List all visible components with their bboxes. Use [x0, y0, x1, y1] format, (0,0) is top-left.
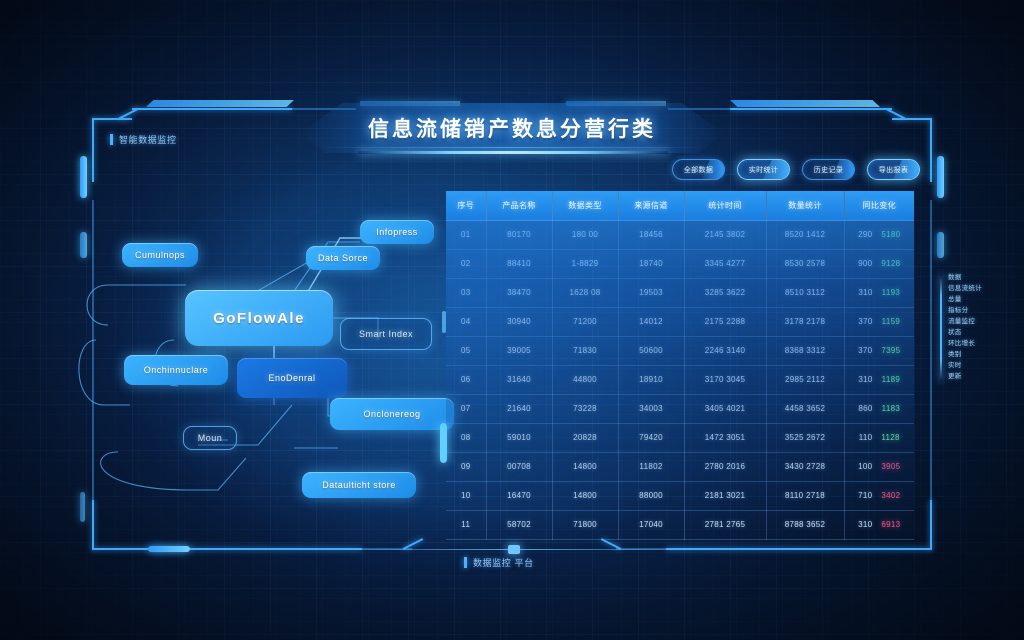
flow-node-label: Data Sorce	[317, 253, 369, 263]
title-backdrop	[300, 103, 724, 153]
table-header-row: 序号 产品名称 数据类型 来源信道 统计时间 数量统计 同比变化	[446, 191, 914, 221]
rail-item: 数据	[948, 274, 962, 281]
table-side-marker	[442, 311, 446, 333]
table-column-header-1[interactable]: 产品名称	[486, 191, 553, 221]
footer-label-text: 数据监控 平台	[473, 558, 534, 568]
rail-item: 类别	[948, 351, 962, 358]
rail-item: 更新	[948, 373, 962, 380]
flow-node-goflowale[interactable]: GoFlowAle	[185, 290, 333, 346]
toolbar-button-1-label: 实时统计	[748, 166, 779, 174]
toolbar-button-3-label: 导出报表	[878, 166, 909, 174]
flow-node-label: Infopress	[376, 227, 418, 237]
flow-node-infopress[interactable]: Infopress	[360, 220, 434, 244]
flow-node-label: EnoDenral	[268, 373, 316, 383]
title-underline-soft	[320, 147, 704, 148]
flow-node-cumulnops[interactable]: Cumulnops	[122, 243, 198, 267]
table-column-header-3[interactable]: 来源信道	[618, 191, 685, 221]
flow-node-onclonereog[interactable]: Onclonereog	[330, 398, 454, 430]
flow-node-label: Smart Index	[358, 329, 414, 339]
flow-node-label: Onchinnuclare	[143, 365, 209, 375]
flow-node-label: Onclonereog	[363, 409, 421, 419]
flow-node-moun[interactable]: Moun	[183, 426, 237, 450]
toolbar-button-2-label: 历史记录	[813, 166, 844, 174]
rail-item: 环比增长	[948, 340, 976, 347]
header-corner-label: 智能数据监控	[110, 133, 177, 146]
rail-item: 指标分	[948, 307, 969, 314]
rail-item: 实时	[948, 362, 962, 369]
table-gradient-backdrop	[446, 220, 914, 539]
flow-node-enodenral[interactable]: EnoDenral	[237, 358, 347, 398]
title-underline	[358, 151, 668, 154]
flow-node-label: Dataulticht store	[322, 480, 396, 490]
page-title-banner: 信息流储销产数息分营行类	[300, 103, 724, 154]
footer-node-marker	[508, 545, 520, 554]
flow-node-data-sorce[interactable]: Data Sorce	[306, 246, 380, 270]
toolbar-button-0[interactable]: 全部数据	[672, 159, 725, 180]
table-column-header-5[interactable]: 数量统计	[766, 191, 845, 221]
table-column-header-0[interactable]: 序号	[446, 191, 487, 221]
rail-item: 总量	[948, 296, 962, 303]
table-column-header-6[interactable]: 同比变化	[844, 191, 914, 221]
flow-node-label: Cumulnops	[134, 250, 186, 260]
data-table-panel: 序号 产品名称 数据类型 来源信道 统计时间 数量统计 同比变化 0180170…	[440, 191, 914, 540]
rail-item: 信息流统计	[948, 285, 982, 292]
footer-label: 数据监控 平台	[464, 556, 534, 569]
accent-bar-icon	[464, 557, 467, 568]
flowchart: Cumulnops Infopress Data Sorce GoFlowAle…	[78, 190, 498, 520]
toolbar-button-1[interactable]: 实时统计	[737, 159, 790, 180]
table-column-header-4[interactable]: 统计时间	[684, 191, 767, 221]
rail-divider-line	[940, 274, 942, 382]
rail-item-list: 数据信息流统计总量指标分流量监控状态环比增长类别实时更新	[948, 272, 994, 382]
flow-node-onchinnuclare[interactable]: Onchinnuclare	[124, 355, 228, 385]
flow-node-label: Moun	[197, 433, 223, 443]
accent-bar-icon	[110, 134, 113, 145]
flow-node-smart-index[interactable]: Smart Index	[340, 318, 432, 350]
flow-node-dataulticht-store[interactable]: Dataulticht store	[302, 472, 416, 498]
toolbar-button-2[interactable]: 历史记录	[802, 159, 855, 180]
toolbar-button-3[interactable]: 导出报表	[867, 159, 920, 180]
page-title: 信息流储销产数息分营行类	[368, 118, 656, 141]
rail-item: 流量监控	[948, 318, 976, 325]
flow-node-label: GoFlowAle	[213, 309, 305, 327]
header-corner-label-text: 智能数据监控	[119, 135, 177, 145]
table-column-header-2[interactable]: 数据类型	[552, 191, 619, 221]
rail-item: 状态	[948, 329, 962, 336]
toolbar-button-row: 全部数据 实时统计 历史记录 导出报表	[672, 159, 920, 180]
table-scroll-handle[interactable]	[440, 423, 447, 463]
right-side-rail: 数据信息流统计总量指标分流量监控状态环比增长类别实时更新	[940, 272, 994, 382]
toolbar-button-0-label: 全部数据	[683, 166, 714, 174]
